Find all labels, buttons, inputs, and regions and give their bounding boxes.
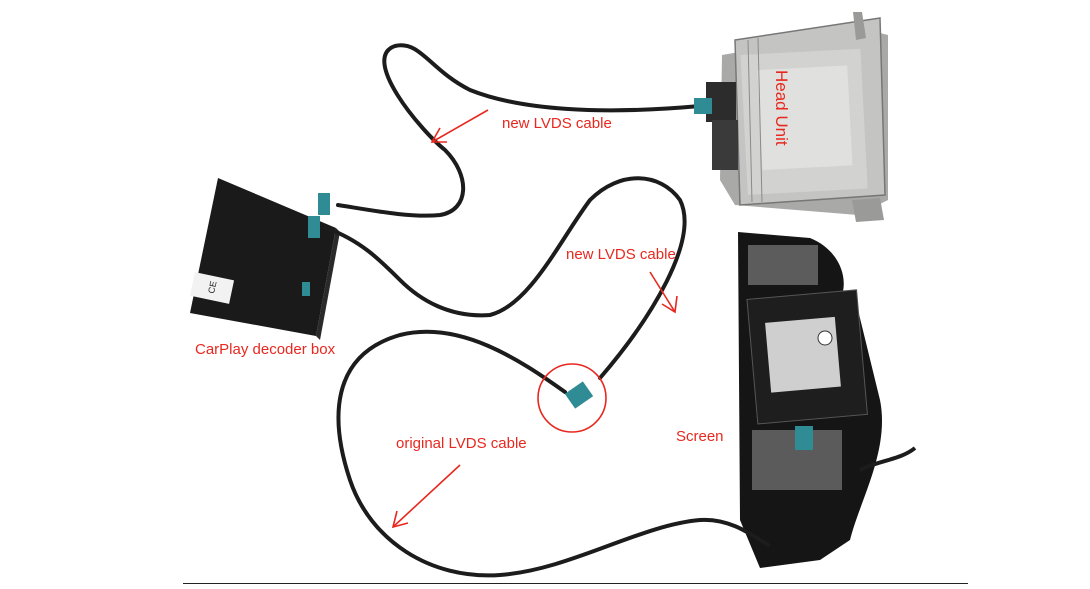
arrow-original-lvds xyxy=(391,464,461,529)
junction-highlight-circle xyxy=(537,363,607,433)
annotations xyxy=(391,109,678,529)
new-lvds-mid-label: new LVDS cable xyxy=(566,246,676,263)
bottom-divider xyxy=(183,583,968,584)
cables xyxy=(324,43,770,578)
head-unit-connector xyxy=(694,98,712,114)
screen-label: Screen xyxy=(676,428,724,445)
svg-text:CE: CE xyxy=(206,280,218,294)
original-lvds-label: original LVDS cable xyxy=(396,435,527,452)
decoder-box: CE xyxy=(189,178,340,340)
head-unit-label: Head Unit xyxy=(772,70,791,146)
screen-device xyxy=(738,232,917,568)
junction-connector xyxy=(564,381,594,409)
decoder-box-label: CarPlay decoder box xyxy=(195,341,336,358)
arrow-new-lvds-mid xyxy=(649,271,678,314)
head-unit xyxy=(706,12,888,222)
new-lvds-top-label: new LVDS cable xyxy=(502,115,612,132)
arrow-new-lvds-top xyxy=(430,109,489,143)
